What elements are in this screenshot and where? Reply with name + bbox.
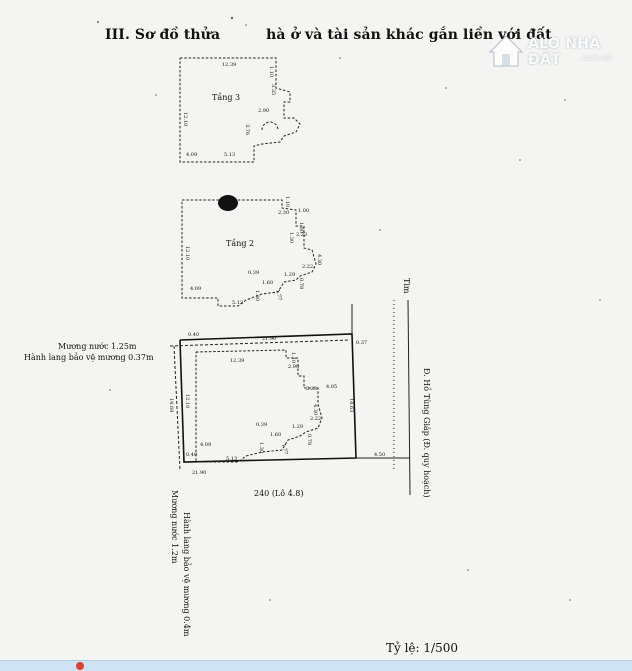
svg-text:3.76: 3.76 bbox=[244, 124, 250, 135]
svg-text:0.40: 0.40 bbox=[188, 332, 199, 338]
svg-text:2.90: 2.90 bbox=[288, 364, 299, 370]
svg-text:4.09: 4.09 bbox=[200, 442, 211, 448]
svg-text:4.30: 4.30 bbox=[312, 404, 318, 415]
floor-2-plan bbox=[181, 199, 317, 307]
svg-text:4.05: 4.05 bbox=[326, 384, 337, 390]
road-center-label: Tim bbox=[402, 278, 411, 294]
svg-text:14.63: 14.63 bbox=[348, 398, 354, 412]
app-icon bbox=[76, 662, 84, 670]
bottom-toolbar-strip bbox=[0, 660, 632, 671]
section-heading: III. Sơ đồ thửa hà ở và tài sản khác gắn … bbox=[105, 27, 552, 43]
svg-text:12.10: 12.10 bbox=[184, 246, 190, 260]
canal-lines bbox=[169, 299, 411, 496]
floor-3-labels: Tầng 3 12.39 12.10 1.10 3.35 2.90 3.76 4… bbox=[182, 62, 276, 158]
svg-text:21.90: 21.90 bbox=[262, 336, 276, 342]
svg-text:1.10: 1.10 bbox=[284, 196, 290, 207]
svg-text:3.35: 3.35 bbox=[270, 84, 276, 95]
scale-label: Tỷ lệ: 1/500 bbox=[386, 641, 458, 655]
bottom-canal-label: Mương nước 1.2m bbox=[170, 490, 179, 564]
svg-text:1.29: 1.29 bbox=[292, 424, 303, 430]
svg-text:2.22: 2.22 bbox=[310, 416, 321, 422]
svg-text:1.60: 1.60 bbox=[262, 280, 273, 286]
svg-text:4.30: 4.30 bbox=[316, 254, 322, 265]
road-label: Đ. Hồ Tùng Giáp (Đ. quy hoạch) bbox=[422, 368, 431, 498]
svg-text:0.37: 0.37 bbox=[356, 340, 367, 346]
house-icon bbox=[488, 35, 524, 67]
lot-labels: 21.90 0.40 0.37 14.63 14.69 0.40 21.90 4… bbox=[24, 278, 431, 637]
heading-right: hà ở và tài sản khác gắn liền với đất bbox=[266, 27, 552, 43]
lot-house-footprint bbox=[195, 349, 323, 463]
svg-text:12.39: 12.39 bbox=[222, 62, 236, 68]
svg-text:1.30: 1.30 bbox=[288, 232, 294, 243]
floor-3-plan bbox=[179, 57, 301, 163]
scan-noise bbox=[97, 16, 601, 601]
svg-text:0.78: 0.78 bbox=[298, 278, 304, 289]
svg-text:1.77: 1.77 bbox=[274, 289, 283, 301]
svg-text:5.13: 5.13 bbox=[224, 152, 235, 158]
svg-text:4.09: 4.09 bbox=[186, 152, 197, 158]
svg-text:2.22: 2.22 bbox=[302, 264, 313, 270]
svg-text:1.30: 1.30 bbox=[254, 290, 260, 301]
svg-text:1.80: 1.80 bbox=[298, 222, 304, 233]
watermark-domain: .com.vn bbox=[580, 53, 612, 62]
svg-text:1.29: 1.29 bbox=[284, 272, 295, 278]
ink-blot bbox=[218, 195, 238, 211]
svg-text:12.10: 12.10 bbox=[182, 112, 188, 126]
svg-text:21.90: 21.90 bbox=[192, 470, 206, 476]
svg-text:12.39: 12.39 bbox=[230, 358, 244, 364]
svg-text:1.10: 1.10 bbox=[268, 66, 274, 77]
svg-text:1.60: 1.60 bbox=[270, 432, 281, 438]
svg-text:2.23: 2.23 bbox=[296, 232, 307, 238]
canal-label: Mương nước 1.25m bbox=[58, 342, 137, 351]
watermark-brand: ALO NHÀ ĐẤT bbox=[528, 36, 601, 68]
svg-text:0.78: 0.78 bbox=[306, 434, 312, 445]
watermark: ALO NHÀ ĐẤT .com.vn bbox=[484, 30, 630, 70]
svg-text:12.10: 12.10 bbox=[184, 394, 190, 408]
heading-left: III. Sơ đồ thửa bbox=[105, 27, 221, 43]
svg-text:0.39: 0.39 bbox=[256, 422, 267, 428]
svg-text:1.77: 1.77 bbox=[280, 443, 289, 455]
svg-text:0.40: 0.40 bbox=[186, 452, 197, 458]
svg-text:2.23: 2.23 bbox=[306, 386, 317, 392]
parcel-label: 240 (Lô 4.8) bbox=[254, 489, 303, 498]
svg-text:2.90: 2.90 bbox=[258, 108, 269, 114]
svg-text:5.13: 5.13 bbox=[232, 300, 243, 306]
svg-text:1.10: 1.10 bbox=[290, 352, 296, 363]
floor-2-label: Tầng 2 bbox=[226, 239, 254, 248]
floor-2-labels: Tầng 2 1.10 2.30 1.00 1.80 2.23 1.30 4.3… bbox=[184, 196, 322, 306]
svg-text:4.50: 4.50 bbox=[374, 452, 385, 458]
bottom-corridor-label: Hành lang bảo vệ mương 0.4m bbox=[182, 512, 191, 637]
svg-text:2.30: 2.30 bbox=[278, 210, 289, 216]
svg-text:4.09: 4.09 bbox=[190, 286, 201, 292]
svg-text:0.39: 0.39 bbox=[248, 270, 259, 276]
svg-text:5.13: 5.13 bbox=[226, 456, 237, 462]
floor-3-label: Tầng 3 bbox=[212, 93, 240, 102]
svg-text:14.69: 14.69 bbox=[168, 398, 174, 412]
svg-text:1.30: 1.30 bbox=[258, 442, 264, 453]
svg-text:1.00: 1.00 bbox=[298, 208, 309, 214]
canal-corridor-label: Hành lang bảo vệ mương 0.37m bbox=[24, 353, 154, 362]
